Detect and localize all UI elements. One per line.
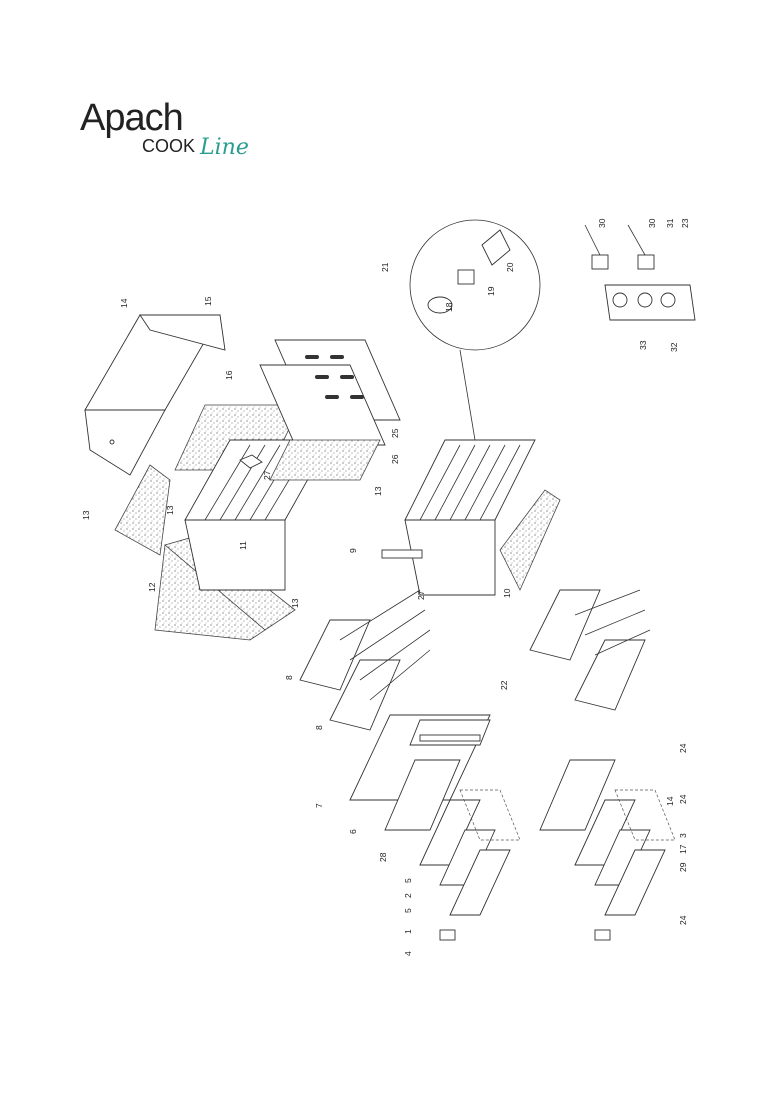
part-label: 26	[390, 454, 400, 464]
part-label: 14	[665, 796, 675, 806]
part-label: 21	[380, 262, 390, 272]
part-label: 24	[678, 915, 688, 925]
top-grille	[259, 339, 401, 481]
part-label: 31	[665, 218, 675, 228]
part-label: 32	[669, 342, 679, 352]
part-label: 15	[203, 296, 213, 306]
part-label: 7	[314, 803, 324, 808]
part-label: 13	[290, 598, 300, 608]
part-label: 2	[403, 893, 413, 898]
part-label: 20	[505, 262, 515, 272]
part-label: 30	[597, 218, 607, 228]
part-label: 10	[502, 588, 512, 598]
heating-element-trays-right	[529, 589, 651, 711]
part-label: 3	[678, 833, 688, 838]
part-label: 18	[444, 302, 454, 312]
part-label: 27	[416, 590, 426, 600]
part-label: 8	[314, 725, 324, 730]
part-label: 14	[119, 298, 129, 308]
part-label: 13	[373, 486, 383, 496]
part-label: 28	[378, 852, 388, 862]
front-frame-left	[349, 714, 491, 801]
brand-name: Apach	[80, 97, 183, 139]
part-label: 22	[499, 680, 509, 690]
part-label: 11	[238, 541, 248, 550]
part-label: 13	[165, 505, 175, 515]
part-label: 1	[403, 929, 413, 934]
inner-chamber-right	[381, 439, 561, 596]
part-label: 4	[403, 951, 413, 956]
part-label: 17	[678, 844, 688, 854]
part-label: 33	[638, 340, 648, 350]
part-label: 24	[678, 794, 688, 804]
outer-housing	[84, 314, 226, 476]
part-label: 19	[486, 286, 496, 296]
control-panel-detail	[584, 224, 696, 321]
door-assembly-left	[384, 759, 521, 941]
part-label: 25	[390, 428, 400, 438]
part-label: 30	[647, 218, 657, 228]
heating-element-trays-left	[299, 589, 431, 731]
part-label: 16	[224, 370, 234, 380]
part-label: 12	[147, 582, 157, 592]
brand-logo: Apach COOK Line	[80, 97, 249, 160]
part-label: 23	[680, 218, 690, 228]
part-label: 24	[678, 743, 688, 753]
part-label: 5	[403, 908, 413, 913]
part-label: 6	[348, 829, 358, 834]
part-label: 29	[678, 862, 688, 872]
part-label: 5	[403, 878, 413, 883]
door-assembly-right	[539, 759, 676, 941]
part-label: 13	[81, 510, 91, 520]
part-label: 27	[262, 470, 272, 480]
brand-sub: COOK	[142, 136, 195, 156]
thermostat-detail	[409, 219, 541, 441]
part-label: 9	[348, 548, 358, 553]
part-label: 8	[284, 675, 294, 680]
brand-script: Line	[199, 135, 249, 160]
